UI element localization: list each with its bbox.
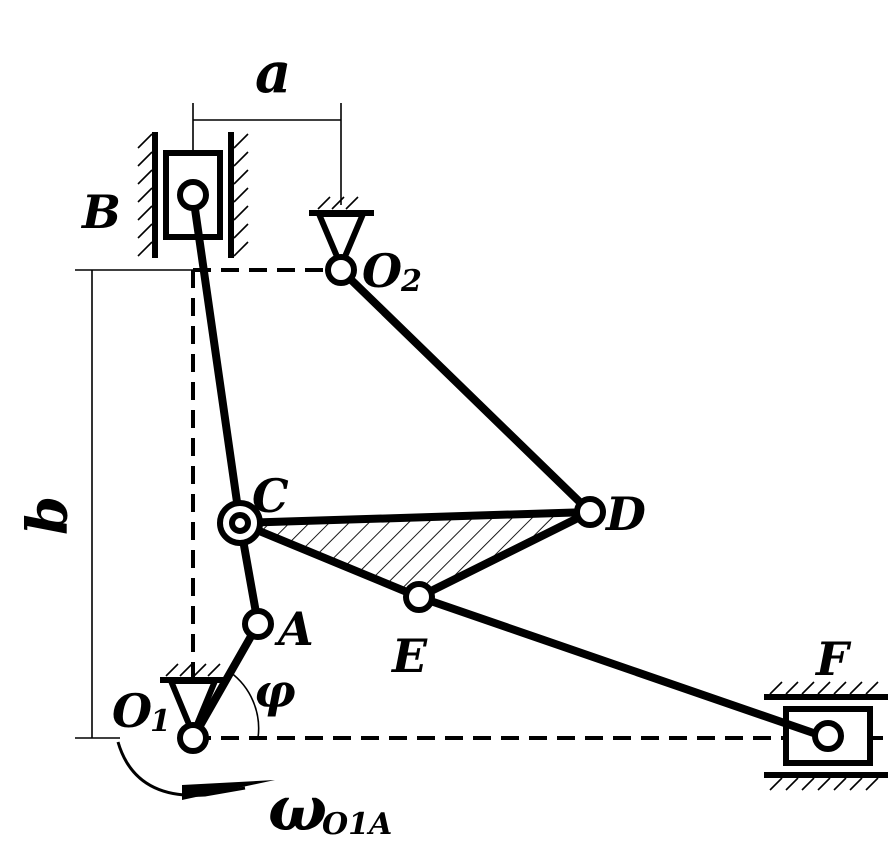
link-c-d — [236, 508, 594, 527]
label-c: C — [252, 469, 289, 523]
joint-b — [177, 179, 209, 211]
label-a: a — [255, 40, 291, 106]
label-phi: φ — [254, 664, 296, 718]
dimension-a: a — [192, 40, 342, 205]
label-o2: O 2 — [362, 244, 422, 299]
label-o2-main: O — [362, 244, 402, 298]
link-o1-a — [189, 620, 262, 742]
links — [189, 191, 832, 742]
link-e-f — [415, 593, 832, 742]
label-b-point: B — [80, 185, 121, 239]
joint-a — [242, 608, 274, 640]
label-o1-sub: 1 — [150, 704, 171, 739]
label-o1-main: O — [112, 684, 152, 738]
dimension-b: b — [15, 269, 195, 739]
support-o2 — [309, 196, 374, 269]
slider-f-guide — [764, 681, 888, 791]
joint-c-inner — [229, 512, 251, 534]
support-o1 — [160, 663, 226, 737]
label-omega-sub: O1A — [322, 807, 392, 842]
label-d: D — [604, 487, 646, 541]
angle-phi-arc — [229, 671, 260, 739]
label-a-point: A — [274, 602, 314, 656]
link-d-e — [415, 508, 594, 601]
joint-o1 — [177, 722, 209, 754]
reference-lines — [191, 268, 892, 740]
label-o1: O 1 — [112, 684, 171, 739]
label-omega-main: ω — [268, 772, 327, 845]
label-f: F — [814, 632, 852, 686]
label-o2-sub: 2 — [400, 264, 422, 299]
slider-b-guide — [137, 132, 249, 258]
joints — [177, 179, 844, 754]
plate-cde — [240, 512, 590, 597]
joint-f — [812, 720, 844, 752]
link-o2-d — [337, 266, 594, 516]
link-c-e — [236, 519, 423, 601]
label-omega: ω O1A — [268, 772, 392, 845]
label-e: E — [390, 629, 428, 683]
joint-o2 — [325, 254, 357, 286]
link-b-c — [189, 191, 244, 527]
label-b: b — [15, 496, 81, 535]
joint-d — [574, 496, 606, 528]
slider-f-block — [783, 706, 873, 766]
joint-e — [403, 581, 435, 613]
omega-arrow — [116, 741, 275, 800]
